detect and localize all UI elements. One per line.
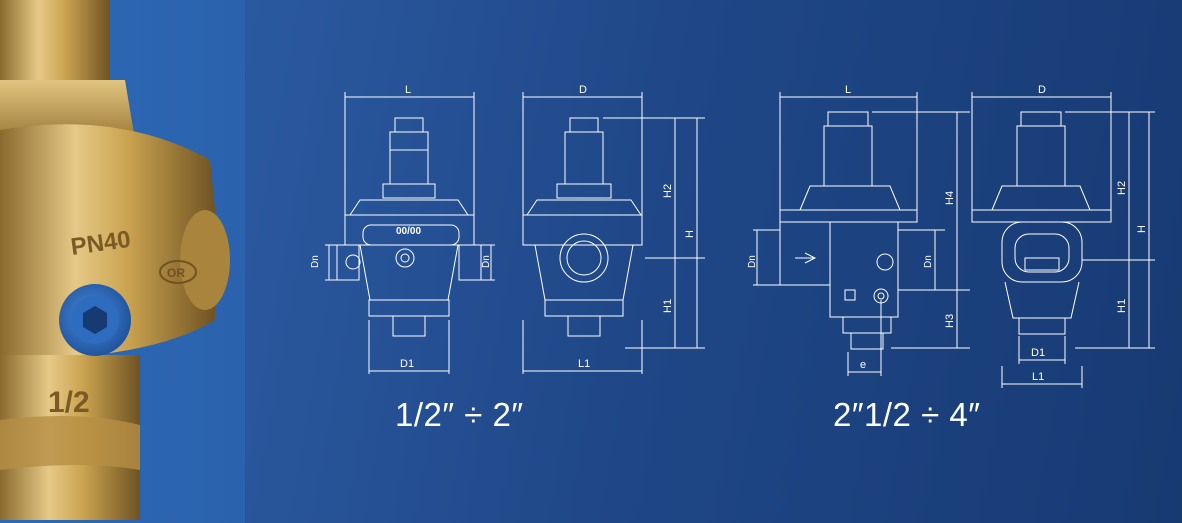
dim-label-dn-right-large: Dn — [923, 255, 934, 268]
dim-label-D1: D1 — [400, 358, 414, 370]
logo-text: OR — [167, 266, 185, 280]
valve-stem — [0, 0, 110, 80]
valve-body — [0, 182, 215, 360]
dim-label-D1-large: D1 — [1031, 347, 1045, 359]
dim-label-dn-left: Dn — [310, 255, 321, 268]
dim-label-L: L — [405, 84, 411, 96]
size-marking: 1/2 — [48, 386, 90, 419]
logo-oval — [159, 260, 197, 284]
small-side-view: D H2 H1 H L1 — [522, 84, 705, 374]
dim-label-H: H — [684, 230, 696, 238]
valve-photo: OR PN40 1/2 — [0, 0, 245, 523]
dim-label-H2: H2 — [662, 184, 674, 198]
large-side-view: D H2 H1 H D1 L1 — [971, 84, 1155, 388]
large-front-view: L Dn Dn H4 H3 — [747, 84, 970, 376]
dim-label-L1: L1 — [578, 358, 590, 370]
dim-label-e: e — [860, 359, 866, 371]
small-range-caption: 1/2″ ÷ 2″ — [395, 396, 524, 433]
hex-socket-icon — [83, 306, 107, 334]
dim-label-H-large: H — [1136, 225, 1148, 233]
dim-label-dn-left-large: Dn — [747, 255, 758, 268]
dim-label-H2-large: H2 — [1116, 181, 1128, 195]
small-front-view: L 00/00 Dn Dn D1 — [310, 84, 495, 374]
valve-flange — [0, 124, 215, 210]
dim-label-L-large: L — [845, 84, 851, 96]
dim-label-H1: H1 — [662, 299, 674, 313]
dim-label-H1-large: H1 — [1116, 299, 1128, 313]
dim-label-D-large: D — [1038, 84, 1046, 96]
technical-drawings: L 00/00 Dn Dn D1 — [310, 84, 1155, 388]
dim-label-H3: H3 — [944, 314, 956, 328]
dim-label-D: D — [579, 84, 587, 96]
dim-label-dn-right: Dn — [481, 255, 492, 268]
dim-label-L1-large: L1 — [1032, 371, 1044, 383]
large-range-caption: 2″1/2 ÷ 4″ — [833, 396, 981, 433]
valve-photo-illustration: OR PN40 1/2 — [0, 0, 230, 520]
dim-label-H4: H4 — [944, 191, 956, 205]
front-label: 00/00 — [396, 226, 421, 237]
